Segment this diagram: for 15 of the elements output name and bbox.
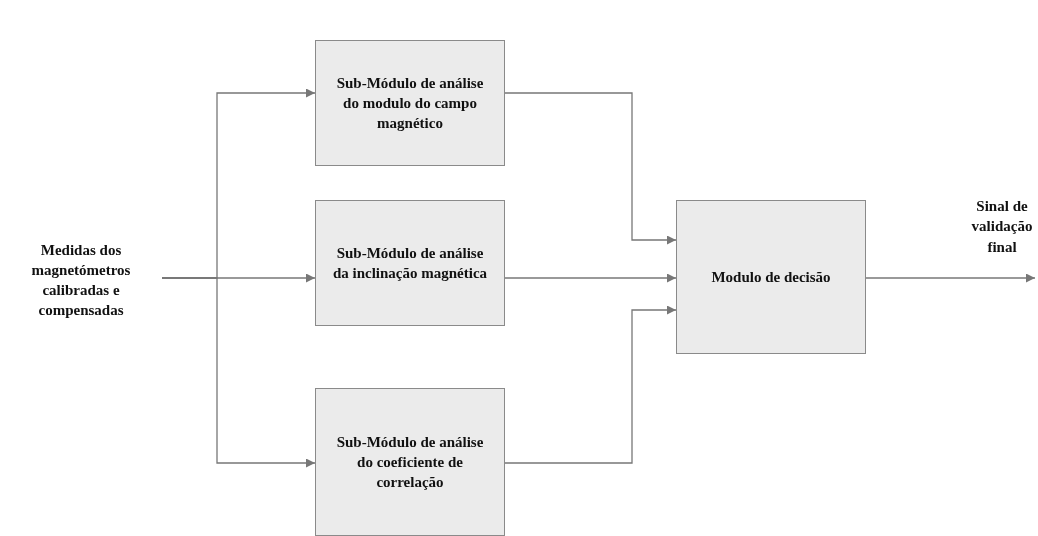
output-label: Sinal de validação final — [970, 197, 1034, 257]
input-label: Medidas dos magnetómetros calibradas e compensadas — [0, 234, 162, 326]
box-label: Sub-Módulo de análise da inclinação magnética — [331, 243, 489, 283]
arrow — [865, 273, 1036, 283]
process-box — [315, 200, 505, 326]
process-box — [315, 388, 505, 536]
arrow — [504, 92, 677, 245]
arrow — [504, 305, 677, 464]
box-label: Modulo de decisão — [711, 267, 831, 287]
process-box — [315, 40, 505, 166]
arrow — [504, 273, 677, 283]
box-label: Sub-Módulo de análise do coeficiente de correlação — [335, 432, 485, 493]
box-label: Sub-Módulo de análise do modulo do campo magnético — [335, 73, 485, 134]
arrow — [161, 277, 316, 468]
process-box — [676, 200, 866, 354]
